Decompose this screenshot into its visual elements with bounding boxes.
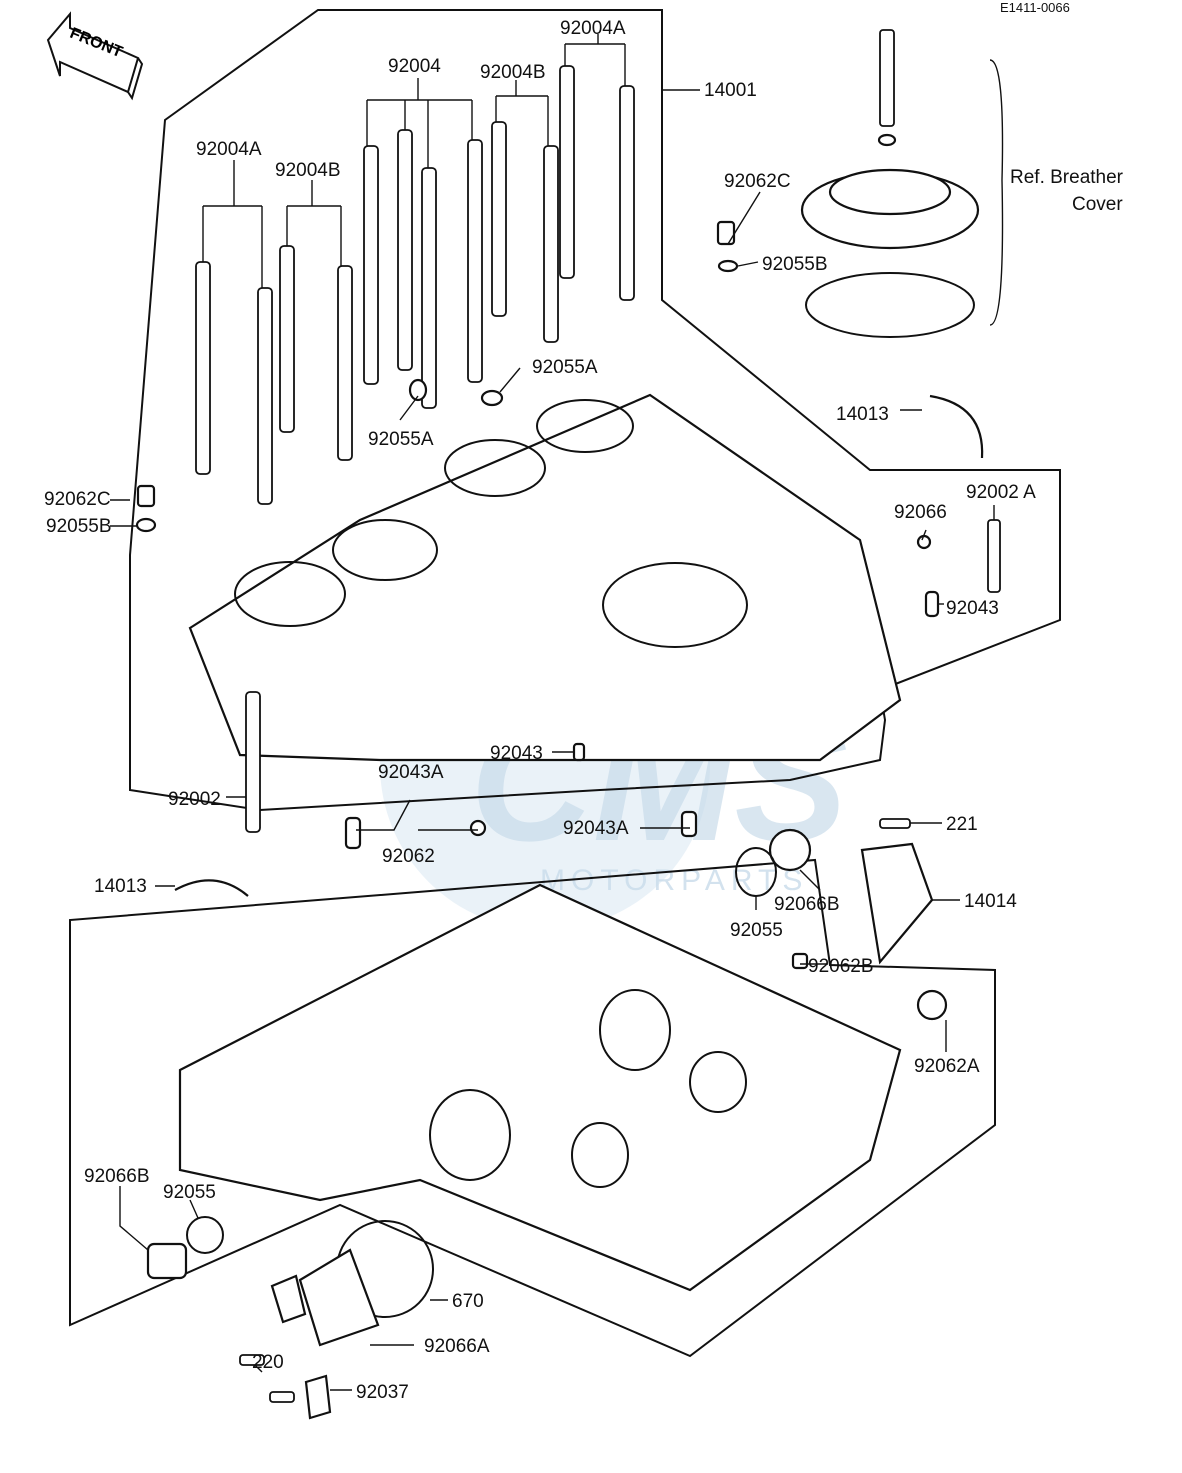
callout-92062: 92062 bbox=[382, 846, 435, 867]
callout-92004b-top: 92004B bbox=[480, 62, 546, 83]
callout-220: 220 bbox=[252, 1352, 284, 1373]
callout-221: 221 bbox=[946, 814, 978, 835]
front-label: FRONT bbox=[67, 25, 125, 61]
callout-92004a-left: 92004A bbox=[196, 139, 262, 160]
callout-14013-top: 14013 bbox=[836, 404, 889, 425]
callout-92004b-left: 92004B bbox=[275, 160, 341, 181]
ref-note-line1: Ref. Breather bbox=[1010, 167, 1124, 188]
stud-bolts bbox=[195, 65, 635, 505]
callout-670: 670 bbox=[452, 1291, 484, 1312]
callout-92055b-right: 92055B bbox=[762, 254, 828, 275]
callout-92055b-left: 92055B bbox=[46, 516, 112, 537]
lower-case-frame bbox=[69, 858, 996, 1358]
callout-92062c-left: 92062C bbox=[44, 489, 111, 510]
watermark-sub: MOTORPARTS bbox=[540, 864, 808, 897]
callout-92055a-right: 92055A bbox=[532, 357, 598, 378]
callout-92055-right: 92055 bbox=[730, 920, 783, 941]
callout-92062b: 92062B bbox=[808, 956, 874, 977]
callout-14013-bottom: 14013 bbox=[94, 876, 147, 897]
callout-92043a-left: 92043A bbox=[378, 762, 444, 783]
callout-92066: 92066 bbox=[894, 502, 947, 523]
callout-92066b-left: 92066B bbox=[84, 1166, 150, 1187]
callout-92002: 92002 bbox=[168, 789, 221, 810]
diagram-code: E1411-0066 bbox=[1000, 0, 1070, 15]
ref-note-line2: Cover bbox=[1072, 194, 1123, 215]
leader-lines bbox=[110, 34, 995, 1391]
callout-92037: 92037 bbox=[356, 1382, 409, 1403]
callout-labels: 92004 92004A 92004B 92004A 92004B 14001 … bbox=[44, 18, 1036, 1403]
callout-14014: 14014 bbox=[964, 891, 1017, 912]
callout-92002a: 92002 A bbox=[966, 482, 1036, 503]
callout-92004-top: 92004 bbox=[388, 56, 441, 77]
callout-92066b-right: 92066B bbox=[774, 894, 840, 915]
callout-92004a-top: 92004A bbox=[560, 18, 626, 39]
callout-92055a-left: 92055A bbox=[368, 429, 434, 450]
callout-92055-left: 92055 bbox=[163, 1182, 216, 1203]
front-arrow-icon: FRONT bbox=[46, 11, 144, 101]
callout-92043-right: 92043 bbox=[946, 598, 999, 619]
callout-92066a: 92066A bbox=[424, 1336, 490, 1357]
ref-note: Ref. Breather Cover bbox=[1010, 167, 1124, 215]
breather-cover bbox=[800, 29, 1004, 338]
callout-92043a-right: 92043A bbox=[563, 818, 629, 839]
callout-92062a: 92062A bbox=[914, 1056, 980, 1077]
callout-92062c-right: 92062C bbox=[724, 171, 791, 192]
upper-case-frame bbox=[129, 9, 1061, 812]
upper-crankcase bbox=[188, 393, 902, 762]
callout-92043-mid: 92043 bbox=[490, 743, 543, 764]
lower-crankcase bbox=[178, 883, 902, 1292]
small-parts bbox=[135, 220, 1001, 1420]
callout-14001: 14001 bbox=[704, 80, 757, 101]
